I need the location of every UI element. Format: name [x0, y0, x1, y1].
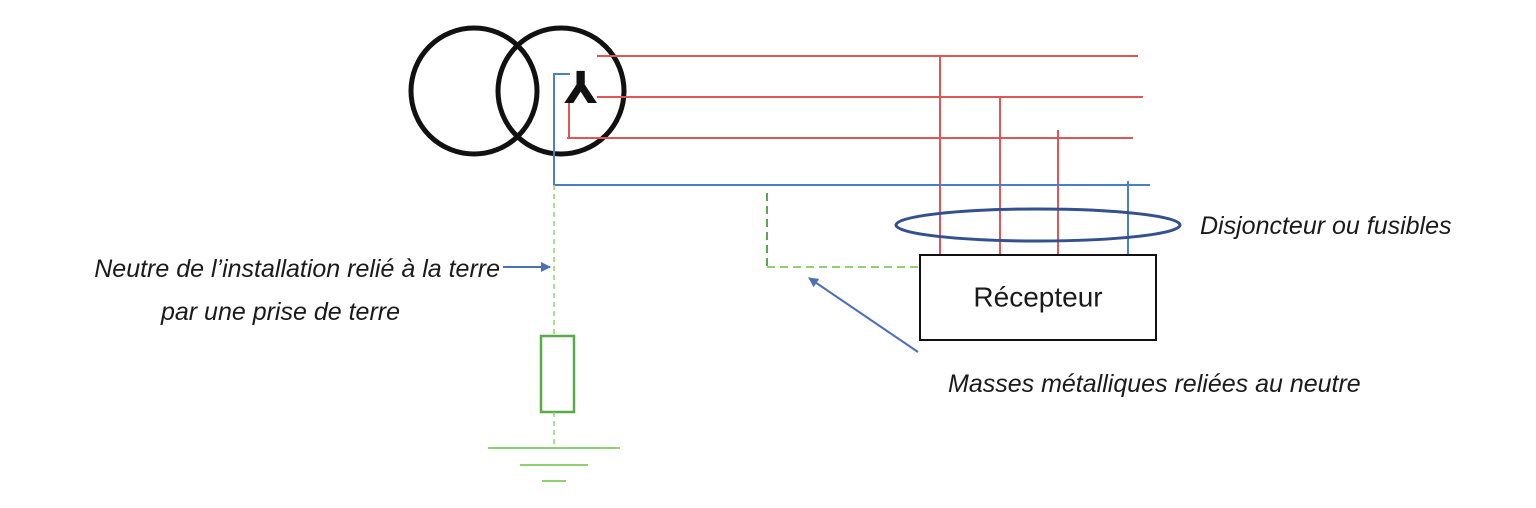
transformer: ⅄	[408, 25, 627, 157]
neutral-conductor	[553, 73, 1150, 255]
neutral-label-line-1: Neutre de l’installation relié à la terr…	[94, 255, 500, 283]
earth-connections	[488, 185, 920, 482]
receiver: Récepteur	[919, 254, 1157, 341]
transformer-secondary-winding	[495, 25, 627, 157]
transformer-primary-winding	[408, 25, 540, 157]
neutral-label-line-2: par une prise de terre	[160, 298, 400, 326]
masses-label: Masses métalliques reliées au neutre	[948, 370, 1361, 398]
breaker-label: Disjoncteur ou fusibles	[1200, 212, 1452, 240]
earth-electrode-resistor	[539, 334, 576, 414]
masses-arrow	[808, 277, 919, 353]
phase-conductors	[567, 55, 1143, 255]
neutral-winding-link	[553, 73, 570, 185]
receiver-box	[919, 254, 1157, 341]
breaker-ring	[894, 207, 1182, 243]
receiver-label: Récepteur	[973, 281, 1102, 312]
